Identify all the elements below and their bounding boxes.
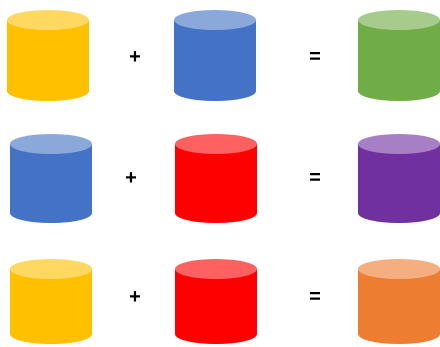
equals-sign-row-3: = bbox=[309, 286, 321, 308]
plus-sign-row-1: + bbox=[129, 46, 141, 68]
red-cylinder-row-3-right bbox=[175, 259, 257, 344]
plus-sign-row-2: + bbox=[125, 167, 137, 189]
purple-cylinder-row-2-result bbox=[358, 134, 440, 223]
red-cylinder-row-2-right bbox=[175, 134, 257, 223]
blue-cylinder-row-1-right bbox=[174, 10, 256, 101]
plus-sign-row-3: + bbox=[129, 286, 141, 308]
yellow-cylinder-row-3-left bbox=[10, 259, 92, 344]
orange-cylinder-row-3-result bbox=[358, 259, 440, 344]
green-cylinder-row-1-result bbox=[358, 10, 440, 101]
equals-sign-row-1: = bbox=[309, 46, 321, 68]
blue-cylinder-row-2-left bbox=[10, 134, 92, 223]
equals-sign-row-2: = bbox=[309, 167, 321, 189]
yellow-cylinder-row-1-left bbox=[7, 10, 89, 101]
